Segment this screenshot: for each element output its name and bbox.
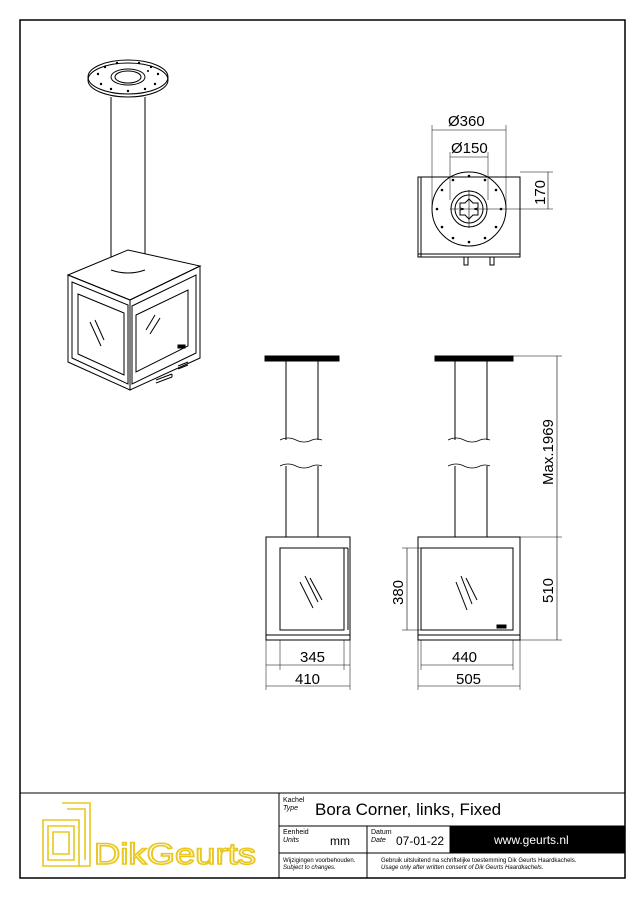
- usage-note: Gebruik uitsluitend na schriftelijke toe…: [381, 858, 577, 864]
- date-value: 07-01-22: [396, 834, 444, 848]
- logo-text: DikGeurts: [94, 838, 256, 871]
- dim-side-outer-width: 410: [295, 671, 320, 688]
- units-label-en: Units: [283, 837, 299, 844]
- drawing-border: [19, 19, 626, 879]
- date-label: Datum: [371, 829, 392, 836]
- website-link[interactable]: www.geurts.nl: [493, 833, 569, 847]
- usage-note-en: Usage only after written consent of Dik …: [381, 865, 543, 871]
- dim-side-inner-width: 345: [300, 649, 325, 666]
- dim-max-height: Max.1969: [540, 419, 557, 485]
- changes-note-en: Subject to changes.: [283, 865, 336, 871]
- changes-note: Wijzigingen voorbehouden.: [283, 858, 356, 864]
- website-banner: [450, 826, 625, 853]
- type-label-en: Type: [283, 805, 298, 812]
- dik-geurts-logo: [42, 802, 91, 867]
- product-name: Bora Corner, links, Fixed: [315, 800, 501, 819]
- dim-body-height: 510: [540, 578, 557, 603]
- dim-top-offset: 170: [532, 180, 549, 205]
- date-label-en: Date: [371, 837, 386, 844]
- dim-inner-diameter: Ø150: [451, 140, 488, 157]
- dim-front-outer-width: 505: [456, 671, 481, 688]
- type-label: Kachel: [283, 797, 305, 804]
- dim-glass-height: 380: [390, 580, 407, 605]
- front-view: [402, 355, 562, 690]
- dim-front-inner-width: 440: [452, 649, 477, 666]
- dim-outer-diameter: Ø360: [448, 113, 485, 130]
- top-view: [417, 125, 553, 266]
- units-value: mm: [330, 834, 350, 848]
- side-view: [264, 355, 351, 690]
- units-label: Eenheid: [283, 829, 309, 836]
- isometric-view: [66, 59, 202, 391]
